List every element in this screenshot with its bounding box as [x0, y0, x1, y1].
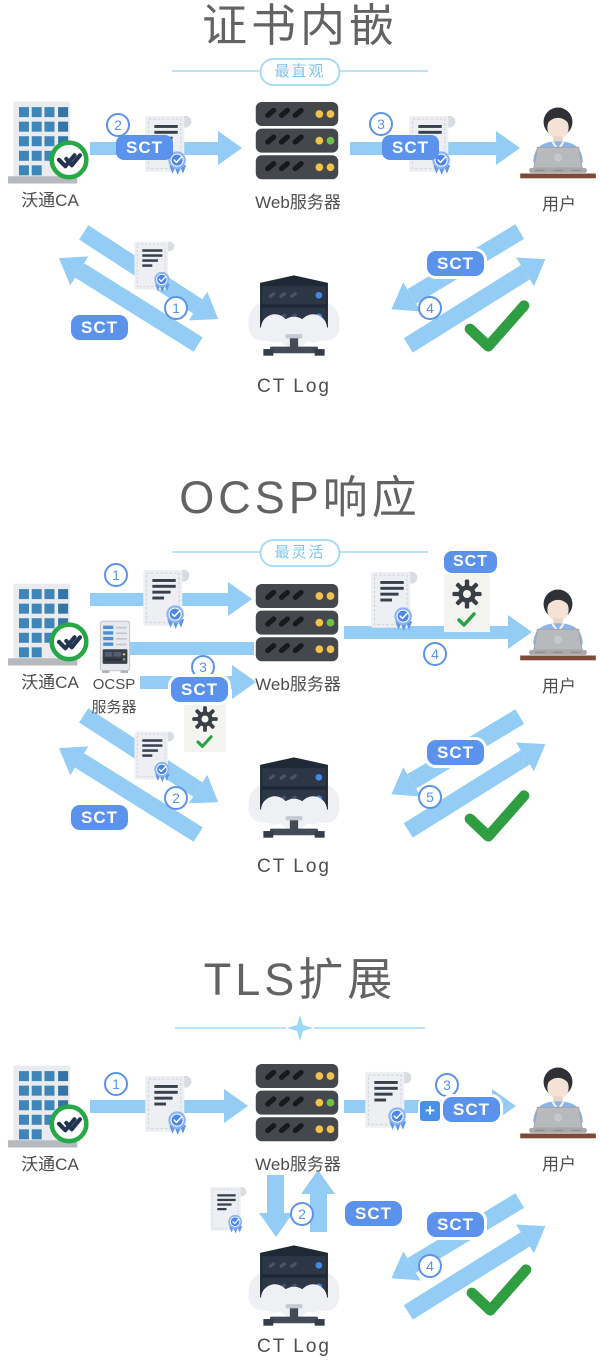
ca-building-icon [8, 1062, 90, 1153]
web-server-icon [254, 1064, 340, 1143]
certificate-icon [138, 566, 194, 631]
gear-icon [451, 578, 483, 610]
arrow-head [218, 131, 242, 165]
web-server-label: Web服务器 [255, 1155, 341, 1174]
ca-label: 沃通CA [21, 191, 79, 210]
ca-building-icon [8, 98, 90, 189]
web-server-icon [254, 584, 340, 663]
ct-log-cloud-icon [240, 740, 348, 841]
ct-log-label: CT Log [257, 376, 331, 397]
certificate-icon [130, 728, 178, 784]
sct-badge: SCT [68, 312, 131, 343]
verified-check-icon [464, 1262, 534, 1318]
ocsp-server-icon [96, 620, 134, 674]
arrow-head [224, 1089, 248, 1123]
step-4-badge: 4 [423, 642, 447, 666]
step-5-badge: 5 [418, 785, 442, 809]
ct-log-label: CT Log [257, 1336, 331, 1357]
step-1-badge: 1 [164, 296, 188, 320]
web-server-icon [254, 102, 340, 181]
web-server-label: Web服务器 [255, 193, 341, 212]
section1-tagline-pill: 最直观 [259, 58, 341, 86]
sct-badge: SCT [424, 737, 487, 768]
ca-building-icon [8, 580, 90, 671]
step-1-badge: 1 [104, 1072, 128, 1096]
sct-badge: SCT [424, 1209, 487, 1240]
sparkle-star-icon [286, 1014, 314, 1042]
sct-badge: SCT [444, 551, 497, 573]
sct-badge: SCT [116, 135, 173, 160]
sct-badge: SCT [424, 248, 487, 279]
step-3-badge: 3 [435, 1073, 459, 1097]
sct-badge: SCT [68, 802, 131, 833]
section2-title: OCSP响应 [179, 472, 421, 523]
gear-icon [191, 705, 219, 733]
section1-title: 证书内嵌 [201, 0, 398, 51]
arrow-shaft [126, 641, 254, 655]
user-icon [520, 1062, 596, 1139]
user-icon [520, 102, 596, 179]
user-label: 用户 [542, 677, 576, 696]
small-check-icon [457, 612, 477, 628]
sct-badge: SCT [342, 1198, 405, 1229]
certificate-icon [140, 1072, 196, 1137]
sct-badge: SCT [382, 135, 439, 160]
arrow-head [228, 582, 252, 616]
step-4-badge: 4 [418, 1254, 442, 1278]
arrow-head [508, 615, 532, 649]
ct-log-cloud-icon [240, 258, 348, 359]
step-2-badge: 2 [164, 786, 188, 810]
step-3-badge: 3 [369, 112, 393, 136]
arrow-shaft [267, 1175, 285, 1213]
plus-badge: + [418, 1099, 442, 1123]
small-check-icon [196, 735, 214, 749]
section3-title: TLS扩展 [203, 954, 397, 1005]
sct-badge: SCT [168, 674, 231, 705]
ocsp-server-label: OCSP [92, 676, 136, 693]
ct-log-cloud-icon [240, 1228, 348, 1329]
ocsp-response-card [184, 702, 226, 752]
certificate-icon [366, 568, 422, 633]
step-2-badge: 2 [290, 1202, 314, 1226]
ocsp-server-label: 服务器 [91, 699, 137, 716]
arrow-head [496, 131, 520, 165]
user-label: 用户 [542, 1155, 576, 1174]
step-1-badge: 1 [104, 563, 128, 587]
ca-label: 沃通CA [21, 1155, 79, 1174]
web-server-label: Web服务器 [255, 675, 341, 694]
verified-check-icon [462, 298, 532, 354]
user-label: 用户 [542, 195, 576, 214]
section2-tagline-pill: 最灵活 [259, 539, 341, 567]
step-2-badge: 2 [106, 113, 130, 137]
sct-badge: SCT [440, 1094, 503, 1125]
verified-check-icon [462, 788, 532, 844]
step-4-badge: 4 [418, 296, 442, 320]
certificate-icon [360, 1068, 416, 1133]
arrow-head [232, 665, 256, 699]
certificate-icon [130, 238, 178, 294]
ct-log-label: CT Log [257, 856, 331, 877]
ca-label: 沃通CA [21, 673, 79, 692]
user-icon [520, 584, 596, 661]
ocsp-response-card [444, 574, 490, 632]
